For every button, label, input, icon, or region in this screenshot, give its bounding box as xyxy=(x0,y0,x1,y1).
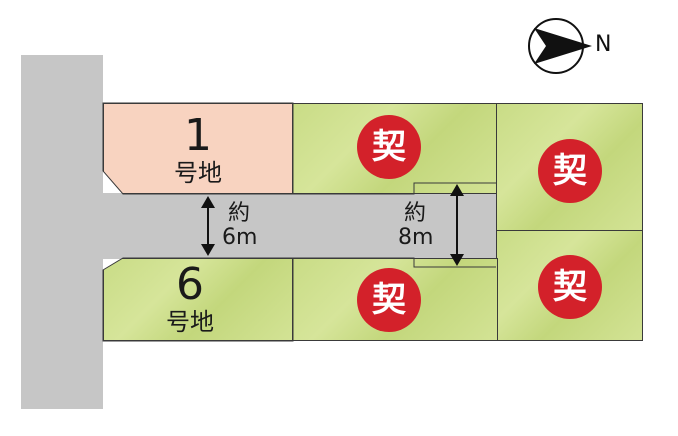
north-arrow-icon xyxy=(528,18,592,74)
lot-6-label: 6 号地 xyxy=(150,259,230,337)
road-width-8m-arrow xyxy=(450,184,464,266)
private-road-turnout xyxy=(414,183,496,267)
compass-label: N xyxy=(595,32,612,57)
road-width-8m-approx: 約 xyxy=(404,201,427,226)
lot-1-number: 1 xyxy=(184,110,212,161)
lot-6-number: 6 xyxy=(176,259,204,310)
road-width-6m-approx: 約 xyxy=(228,201,251,226)
lot-6-suffix: 号地 xyxy=(166,308,214,336)
lot-1-label: 1 号地 xyxy=(158,110,238,188)
road-width-6m-label: 約 6m xyxy=(222,202,257,250)
road-width-6m-arrow xyxy=(201,196,215,256)
main-road xyxy=(21,55,103,409)
contract-badge: 契 xyxy=(357,115,421,179)
road-width-8m-label: 約 8m xyxy=(398,202,433,250)
contract-badge: 契 xyxy=(357,268,421,332)
road-width-8m-value: 8m xyxy=(398,225,434,250)
contract-badge: 契 xyxy=(538,255,602,319)
lot-1-suffix: 号地 xyxy=(174,159,222,187)
contract-badge: 契 xyxy=(538,139,602,203)
road-width-6m-value: 6m xyxy=(222,225,258,250)
